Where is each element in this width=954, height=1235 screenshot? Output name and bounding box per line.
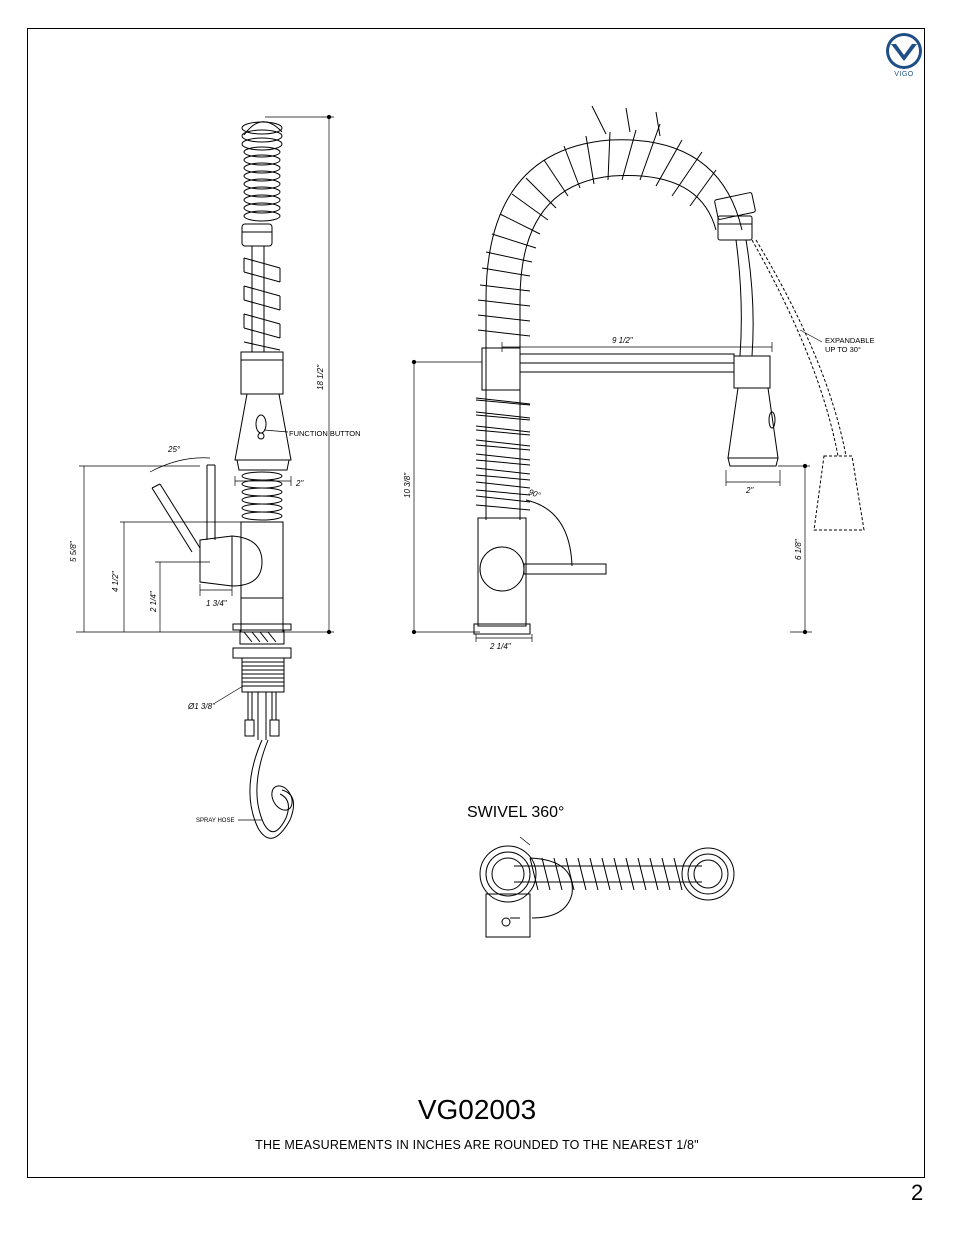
dim-side-angle: 25°	[167, 445, 181, 454]
dim-function-width: 2"	[295, 479, 304, 488]
front-arch-coil	[475, 105, 717, 511]
top-coil	[529, 857, 683, 891]
dim-2-1-4: 2 1/4"	[149, 590, 158, 613]
side-lower-coil	[241, 471, 283, 521]
dim-5-5-8: 5 5/8"	[69, 540, 78, 562]
front-view	[473, 105, 865, 635]
label-spray-hose: SPRAY HOSE	[196, 818, 234, 824]
label-expandable-line2: UP TO 30°	[825, 345, 861, 354]
dim-clearance: 6 1/8"	[794, 538, 803, 560]
dim-head: 2"	[745, 486, 754, 495]
top-view	[479, 836, 735, 938]
dim-front-angle: 90°	[527, 487, 542, 500]
front-dimensions	[411, 342, 812, 642]
dim-reach: 9 1/2"	[612, 336, 634, 345]
side-dimension-text: 18 1/2" 5 5/8" 4 1/2" 2 1/4" 1 3/4" 2" 2…	[69, 364, 361, 824]
side-view	[151, 121, 295, 839]
measurement-note: THE MEASUREMENTS IN INCHES ARE ROUNDED T…	[255, 1138, 699, 1152]
brand-name: VIGO	[894, 71, 914, 78]
vigo-logo	[886, 33, 922, 69]
dim-total-height: 18 1/2"	[316, 364, 325, 390]
page-number: 2	[911, 1180, 924, 1205]
top-view-title: SWIVEL 360°	[467, 804, 565, 821]
side-dimensions	[76, 114, 334, 821]
drawing-frame	[27, 28, 925, 1178]
front-dimension-text: 9 1/2" 2" 10 3/8" 6 1/8" 2 1/4" 90° EXPA…	[403, 336, 874, 651]
dim-4-1-2: 4 1/2"	[111, 570, 120, 592]
dim-spout-height: 10 3/8"	[403, 472, 412, 498]
side-shank	[241, 657, 285, 693]
model-number: VG02003	[417, 1094, 537, 1125]
side-top-coil	[241, 121, 283, 222]
side-spiral	[243, 246, 281, 352]
label-expandable-line1: EXPANDABLE	[825, 336, 874, 345]
label-function-button: FUNCTION BUTTON	[289, 429, 361, 438]
dim-base: 2 1/4"	[489, 642, 512, 651]
front-lower-coil	[475, 397, 531, 503]
dim-shank: Ø1 3/8"	[187, 702, 216, 711]
dim-1-3-4: 1 3/4"	[206, 599, 228, 608]
